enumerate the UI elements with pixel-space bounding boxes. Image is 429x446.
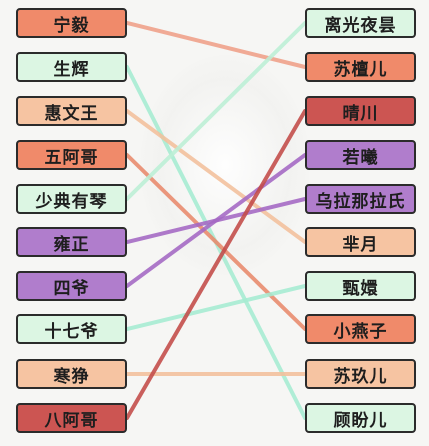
right-card-su-jiu-er[interactable]: 苏玖儿 [305,359,416,389]
left-card-yong-zheng[interactable]: 雍正 [16,227,127,257]
left-card-wu-a-ge[interactable]: 五阿哥 [16,140,127,170]
connection-line-7 [125,284,307,331]
right-card-su-tan-er[interactable]: 苏檀儿 [305,52,416,82]
right-card-qing-chuan[interactable]: 晴川 [305,96,416,126]
left-card-shi-qi-ye[interactable]: 十七爷 [16,314,127,344]
left-card-ning-yi[interactable]: 宁毅 [16,8,127,38]
left-card-han-zheng[interactable]: 寒狰 [16,359,127,389]
left-card-shao-dian-you-qin[interactable]: 少典有琴 [16,184,127,214]
left-card-hui-wen-wang[interactable]: 惠文王 [16,96,127,126]
left-card-ba-a-ge[interactable]: 八阿哥 [16,403,127,433]
right-card-mi-yue[interactable]: 芈月 [305,227,416,257]
left-card-si-ye[interactable]: 四爷 [16,271,127,301]
right-card-zhen-huan[interactable]: 甄嬛 [305,271,416,301]
right-card-li-guang-ye-tan[interactable]: 离光夜昙 [305,8,416,38]
right-card-gu-pan-er[interactable]: 顾盼儿 [305,403,416,433]
background-decoration [140,55,310,275]
left-card-sheng-hui[interactable]: 生辉 [16,52,127,82]
right-card-ruo-xi[interactable]: 若曦 [305,140,416,170]
right-card-ula-nala-shi[interactable]: 乌拉那拉氏 [305,184,416,214]
right-card-xiao-yan-zi[interactable]: 小燕子 [305,314,416,344]
